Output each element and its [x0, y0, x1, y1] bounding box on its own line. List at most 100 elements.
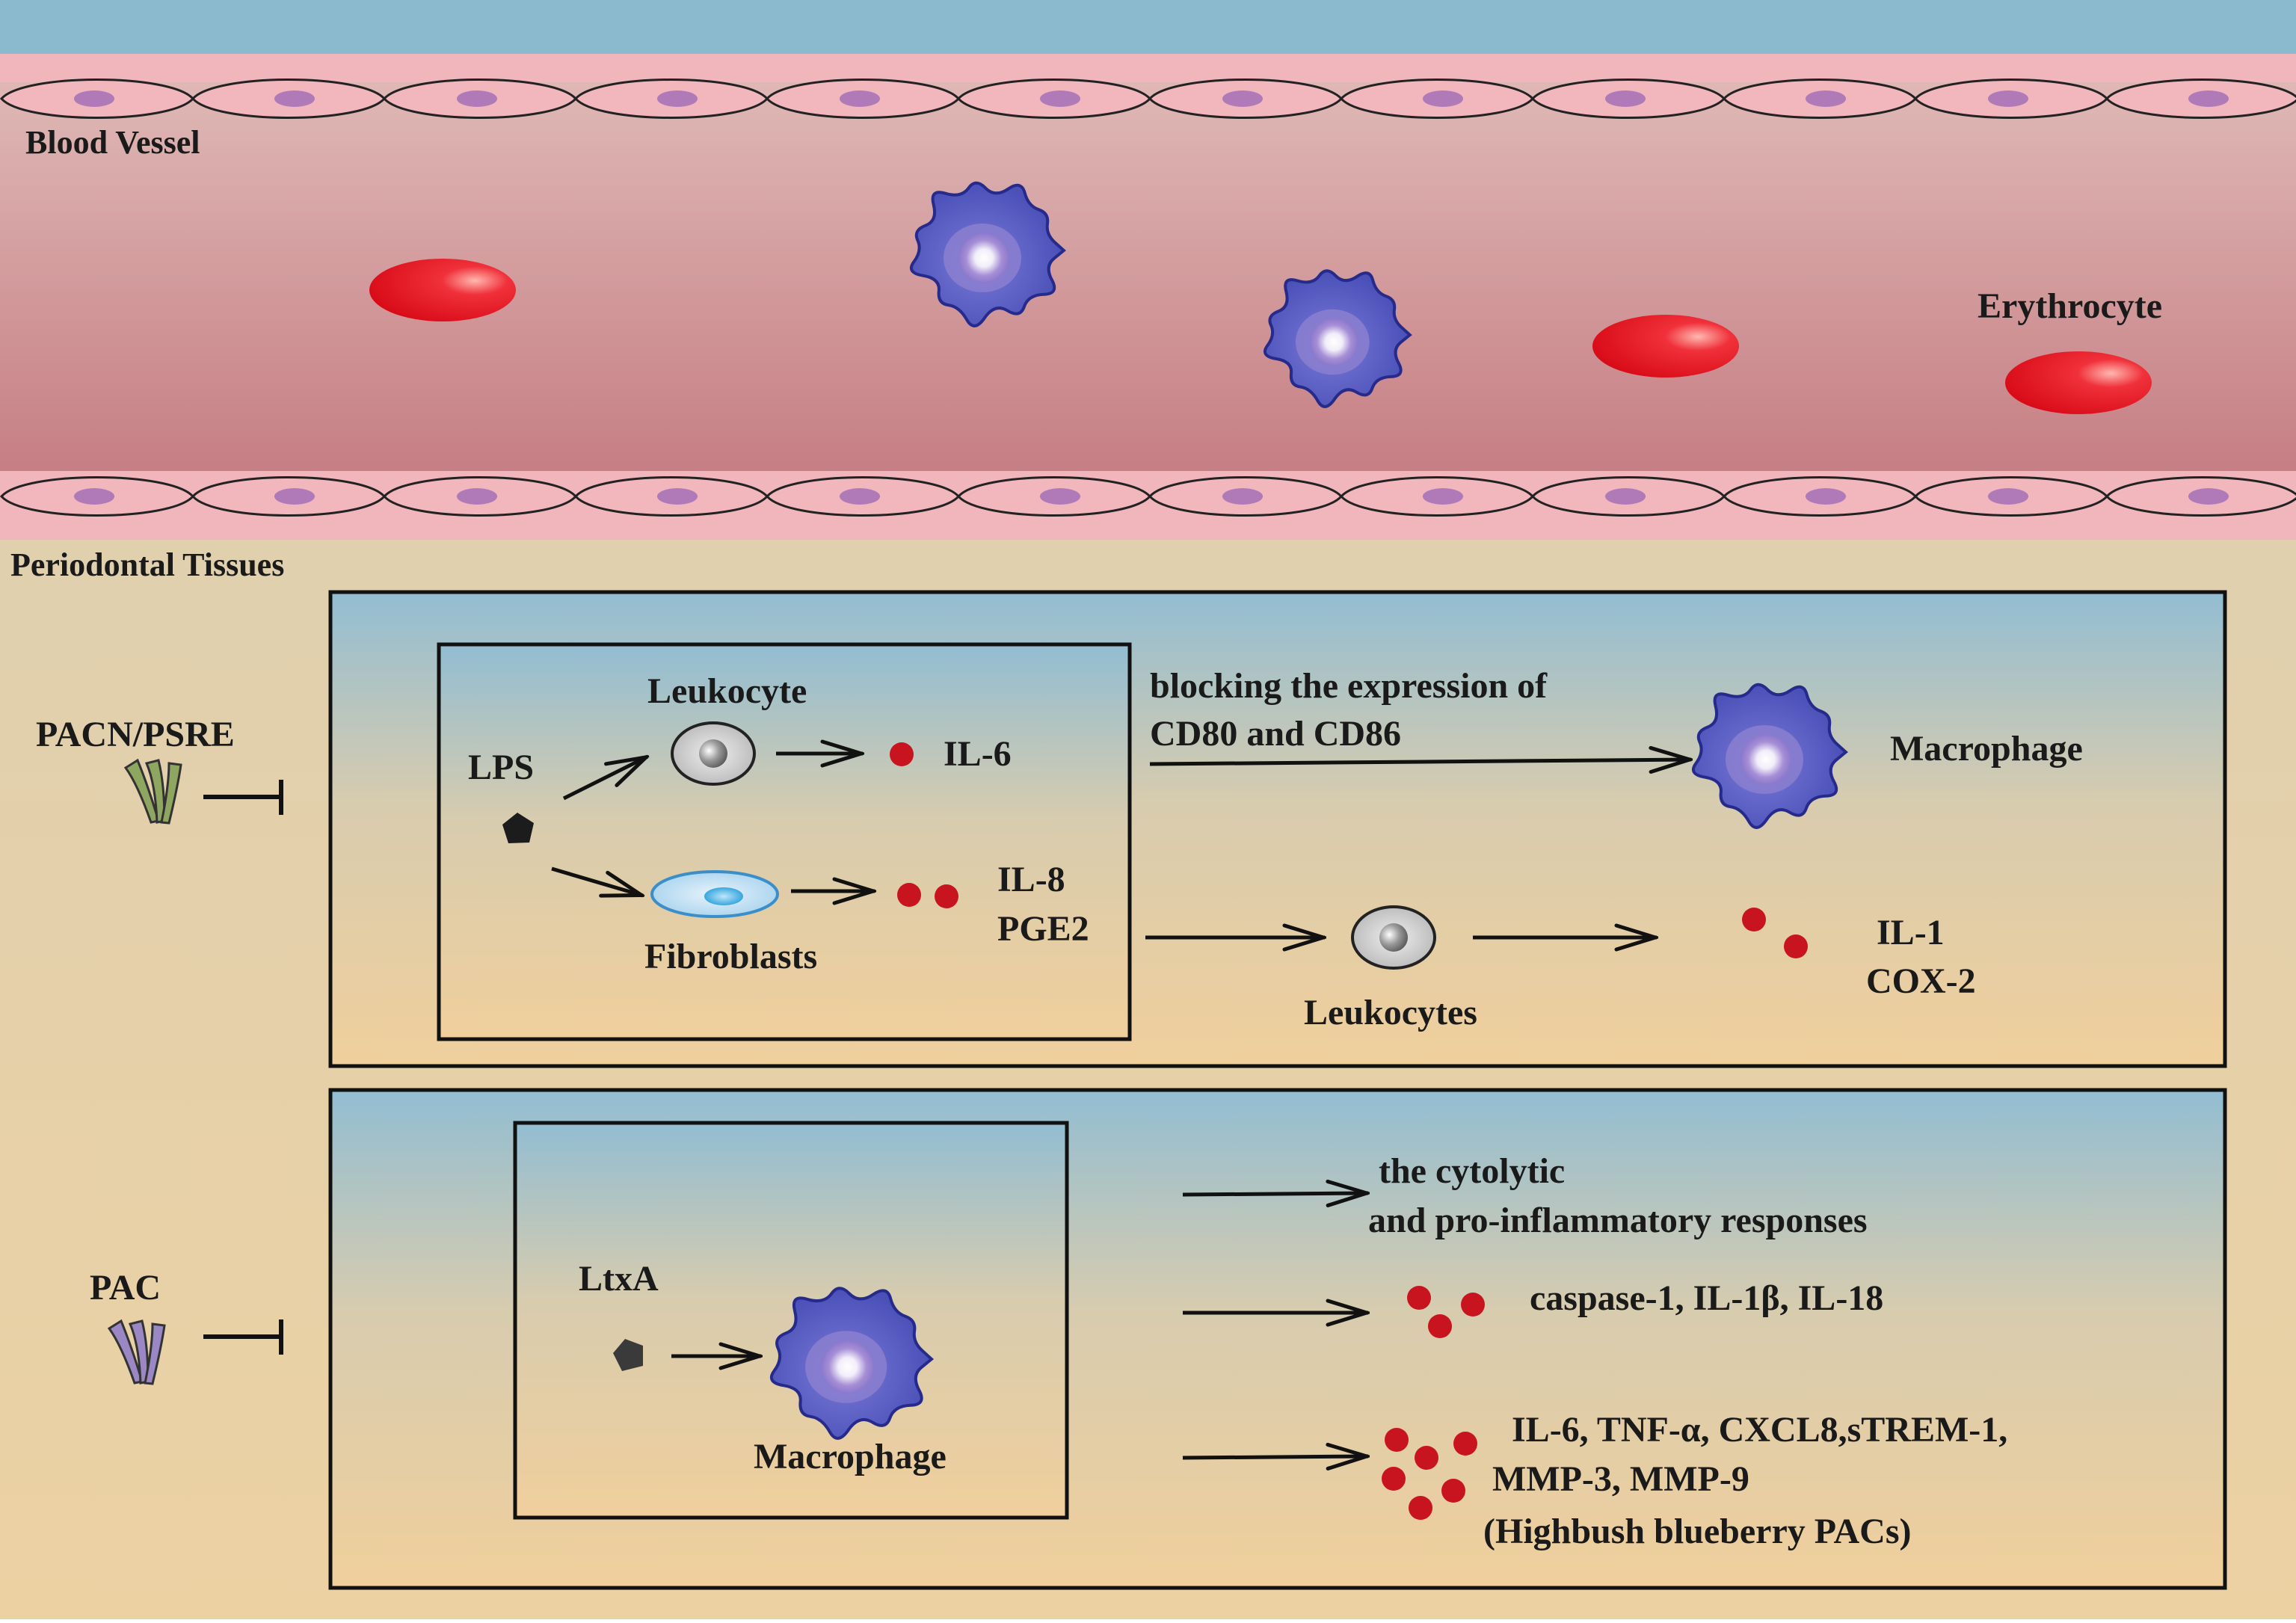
fibroblast-cell	[650, 870, 779, 918]
endothelial-nucleus	[1040, 90, 1080, 107]
sky-band	[0, 0, 2296, 54]
erythrocyte-label: Erythrocyte	[1978, 286, 2162, 326]
ltxa-label: LtxA	[579, 1259, 659, 1299]
endothelial-nucleus	[1605, 488, 1646, 505]
pge2-label: PGE2	[997, 909, 1089, 949]
leukocytes-label: Leukocytes	[1304, 993, 1477, 1032]
endothelial-cell	[765, 476, 961, 517]
cytokines-line3: (Highbush blueberry PACs)	[1483, 1512, 1912, 1551]
endothelial-cell	[956, 476, 1152, 517]
endothelial-nucleus	[1988, 488, 2028, 505]
vessel-wall-top	[0, 54, 2296, 84]
leukocyte	[671, 721, 756, 786]
endothelial-nucleus	[1222, 90, 1263, 107]
leukocyte-nucleus	[1379, 923, 1408, 952]
endothelial-cell	[1722, 476, 1918, 517]
cytolytic-line2: and pro-inflammatory responses	[1368, 1201, 1868, 1240]
caspase-label: caspase-1, IL-1β, IL-18	[1530, 1278, 1883, 1318]
cytolytic-line1: the cytolytic	[1379, 1151, 1565, 1191]
macrophage	[1691, 683, 1848, 829]
endothelial-nucleus	[1222, 488, 1263, 505]
vessel-wall-bottom	[0, 471, 2296, 542]
il8-label: IL-8	[997, 860, 1065, 899]
endothelial-nucleus	[1806, 90, 1846, 107]
blocking-text-line2: CD80 and CD86	[1150, 714, 1401, 754]
il6-label: IL-6	[944, 734, 1012, 774]
endothelial-cell	[191, 476, 387, 517]
cytokine-dot	[897, 883, 921, 907]
macrophage	[909, 181, 1066, 327]
pacn-psre-icon	[123, 758, 182, 825]
endothelial-nucleus	[74, 90, 114, 107]
endothelial-cell	[573, 78, 769, 119]
cytokine-dot	[1415, 1446, 1438, 1470]
endothelial-nucleus	[657, 488, 698, 505]
arrow-to-macrophage	[1149, 760, 1691, 764]
endothelial-nucleus	[274, 488, 315, 505]
periodontal-tissues-label: Periodontal Tissues	[10, 546, 284, 583]
cytokine-dot	[1385, 1428, 1409, 1452]
erythrocyte	[1592, 315, 1739, 378]
endothelial-cell	[1339, 78, 1535, 119]
pac-label: PAC	[90, 1268, 161, 1308]
cytokine-dot	[1742, 908, 1766, 931]
inhibition-symbol	[203, 780, 283, 815]
erythrocyte	[369, 259, 516, 321]
arrow-lps-to-fibroblasts	[551, 866, 643, 896]
pac-icon	[107, 1319, 166, 1385]
macrophage-label-bottom: Macrophage	[754, 1437, 947, 1476]
endothelial-cell	[956, 78, 1152, 119]
endothelial-cell	[191, 78, 387, 119]
pacn-psre-label: PACN/PSRE	[36, 715, 235, 754]
cytokines-line2: MMP-3, MMP-9	[1492, 1459, 1749, 1499]
endothelial-cell	[765, 78, 961, 119]
bottom-inner-box	[513, 1121, 1069, 1520]
inhibition-symbol	[203, 1319, 283, 1355]
endothelial-nucleus	[1423, 90, 1463, 107]
cytokine-dot	[1784, 934, 1808, 958]
endothelial-nucleus	[1806, 488, 1846, 505]
cytokine-dot	[890, 742, 914, 766]
blood-vessel-lumen	[0, 82, 2296, 501]
ltxa-molecule	[613, 1339, 643, 1371]
endothelial-cell	[0, 78, 195, 119]
endothelial-nucleus	[2188, 90, 2229, 107]
leukocyte-nucleus	[699, 739, 727, 768]
leukocyte	[1351, 905, 1436, 970]
cytokine-dot	[1407, 1286, 1431, 1310]
endothelial-nucleus	[657, 90, 698, 107]
endothelial-cell	[1913, 476, 2109, 517]
cytokine-dot	[935, 884, 958, 908]
endothelial-nucleus	[274, 90, 315, 107]
arrow-lps-to-leukocyte	[562, 757, 647, 801]
endothelial-cell	[1148, 476, 1344, 517]
endothelial-cell	[382, 476, 578, 517]
endothelial-cell	[382, 78, 578, 119]
cytokine-dot	[1409, 1496, 1432, 1520]
blood-vessel-label: Blood Vessel	[25, 124, 200, 161]
endothelial-nucleus	[457, 488, 497, 505]
endothelial-nucleus	[1988, 90, 2028, 107]
endothelial-cell	[2105, 78, 2296, 119]
macrophage	[1264, 269, 1412, 408]
il1-label: IL-1	[1877, 913, 1945, 952]
lps-label: LPS	[468, 748, 534, 787]
endothelial-nucleus	[2188, 488, 2229, 505]
endothelial-nucleus	[74, 488, 114, 505]
endothelial-cell	[1339, 476, 1535, 517]
endothelial-layer-top	[0, 78, 2296, 119]
endothelial-nucleus	[840, 488, 880, 505]
endothelial-cell	[2105, 476, 2296, 517]
endothelial-layer-bottom	[0, 476, 2296, 517]
macrophage	[769, 1287, 935, 1440]
lps-molecule	[502, 813, 534, 843]
cytokine-dot	[1382, 1467, 1406, 1491]
endothelial-cell	[0, 476, 195, 517]
endothelial-cell	[1530, 78, 1726, 119]
endothelial-nucleus	[1605, 90, 1646, 107]
endothelial-nucleus	[840, 90, 880, 107]
blocking-text-line1: blocking the expression of	[1150, 666, 1548, 706]
endothelial-nucleus	[457, 90, 497, 107]
cytokine-dot	[1461, 1293, 1485, 1316]
